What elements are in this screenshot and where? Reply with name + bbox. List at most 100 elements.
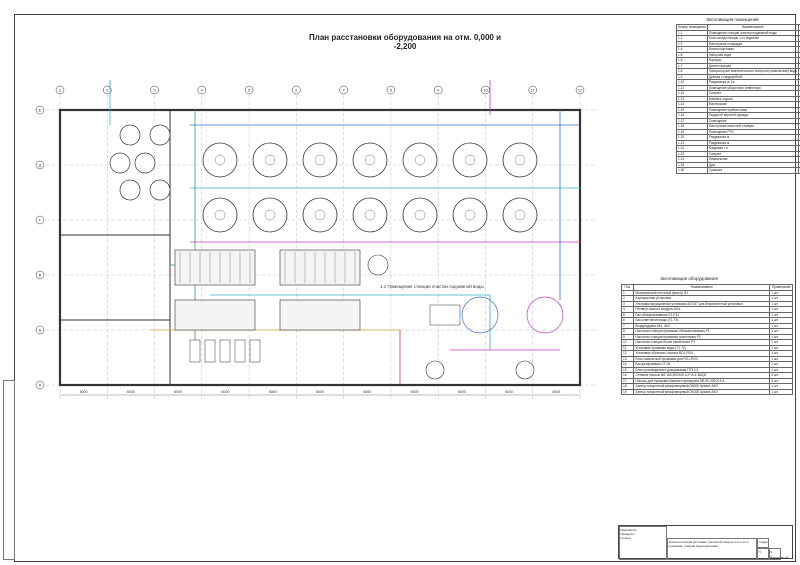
table-row: 1.26Сушилка3,00В4 (676, 167, 800, 174)
table-cell: 1 шт. (769, 355, 793, 362)
tank-inner (514, 154, 526, 166)
table-cell: Блок химической промывки для RO1-RO4 (633, 355, 771, 362)
axis-letter: А (39, 383, 42, 388)
dim-value: 6000 (505, 390, 513, 394)
table-row: 1.14Мастерская16,20В4 (676, 101, 800, 108)
dim-value: 6000 (552, 390, 560, 394)
tank-inner (364, 209, 376, 221)
axis-bubble (150, 85, 159, 95)
stamp-sheet-label: Стадия (757, 538, 769, 548)
table-cell: 15 (620, 366, 635, 373)
tank-inner (264, 209, 276, 221)
axis-number: 12 (578, 88, 583, 93)
pump-unit (234, 339, 246, 363)
table-cell: Насосная станция блока извлечения Р3 (633, 339, 771, 346)
table-cell: Насосы для промывки бакового фильтрата N… (633, 377, 771, 384)
dosing-tank (515, 360, 535, 380)
table-row: 1.17Помещение12,11 (676, 117, 800, 124)
filter-tank (452, 142, 488, 178)
table-cell: Диспетчерская (706, 62, 799, 69)
axis-letter: Г (39, 218, 42, 223)
filter-tank (252, 197, 288, 233)
table-cell: 1 шт. (769, 388, 793, 395)
axis-bubble (35, 215, 45, 225)
tank-inner (314, 209, 326, 221)
table-cell: Лабораторное аналитического контроля (хи… (706, 68, 799, 75)
tank-inner (514, 209, 526, 221)
axis-bubble (528, 85, 537, 95)
axis-number: 2 (106, 88, 109, 93)
tank-inner (464, 154, 476, 166)
filter-tank (502, 197, 538, 233)
dim-value: 6000 (269, 390, 277, 394)
pipe-network (109, 80, 580, 385)
table-cell: Ультрафильтрационная установка АКЭ-57 дл… (633, 300, 771, 307)
aeration-tank (149, 179, 171, 201)
table-cell: 1 шт. (769, 366, 793, 373)
axis-letter: Б (39, 328, 42, 333)
filter-tank (202, 142, 238, 178)
filter-tank (352, 197, 388, 233)
axis-number: 4 (201, 88, 204, 93)
table-cell: 7 (620, 322, 635, 329)
axis-bubble (481, 85, 490, 95)
axis-number: 11 (531, 88, 536, 93)
table-cell: 5 (620, 311, 635, 318)
axis-bubble (35, 105, 45, 115)
axis-bubble (35, 270, 45, 280)
stamp-role-3: Н.контр. (620, 535, 633, 540)
table-header-cell: Наименование (706, 24, 799, 31)
filter-tank (402, 197, 438, 233)
dim-value: 6000 (458, 390, 466, 394)
pump-unit (219, 339, 231, 363)
axis-number: 5 (248, 88, 251, 93)
chemical-tank (461, 296, 499, 334)
dim-value: 6000 (363, 390, 371, 394)
rooms-table: Номер помещенияНаименованиеПлощадь м2Кат… (676, 24, 800, 174)
pump-unit (189, 339, 201, 363)
table-header-cell: Наименование (633, 284, 771, 291)
table-cell: Бак дозирования СТ-04 (633, 361, 771, 368)
table-cell: Затвор поворотный межфланцевый DN500 Aps… (633, 383, 771, 390)
dim-value: 6000 (222, 390, 230, 394)
stamp-org: Технологический регламент насосной станц… (667, 538, 757, 560)
axis-bubble (433, 85, 443, 95)
table-cell: 18 (620, 383, 635, 390)
filter-tank (302, 142, 338, 178)
stamp-roles: Разработал Проверил Н.контр. (619, 526, 667, 560)
table-cell: 1 шт. (769, 322, 793, 329)
filter-tank (202, 197, 238, 233)
table-cell: 12 (620, 350, 635, 357)
table-cell: Затвор поворотный межфланцевый DN400 Aps… (633, 388, 771, 395)
filter-tank (252, 142, 288, 178)
dim-value: 6000 (174, 390, 182, 394)
equipment-table-caption: Экспликация оборудования (660, 276, 718, 281)
ro-unit (279, 249, 361, 286)
table-cell: Воздуходувка АК1, АК2 (633, 322, 771, 329)
table-cell: 6 (620, 317, 635, 324)
table-cell: Насосная станция промывки обезжелезивани… (633, 328, 771, 335)
axis-number: 1 (59, 88, 62, 93)
filter-tank (402, 142, 438, 178)
table-cell: Блок производства и дозирования ГПХ Н1 (633, 366, 771, 373)
table-cell: 13 (620, 355, 635, 362)
ro-unit (174, 299, 256, 331)
variant-label: Вариант А1 (770, 556, 789, 560)
tank-inner (214, 209, 226, 221)
table-cell: Мастерская (706, 101, 799, 108)
table-cell: 16 (620, 372, 635, 379)
table-header-cell: Примечание (769, 284, 793, 291)
